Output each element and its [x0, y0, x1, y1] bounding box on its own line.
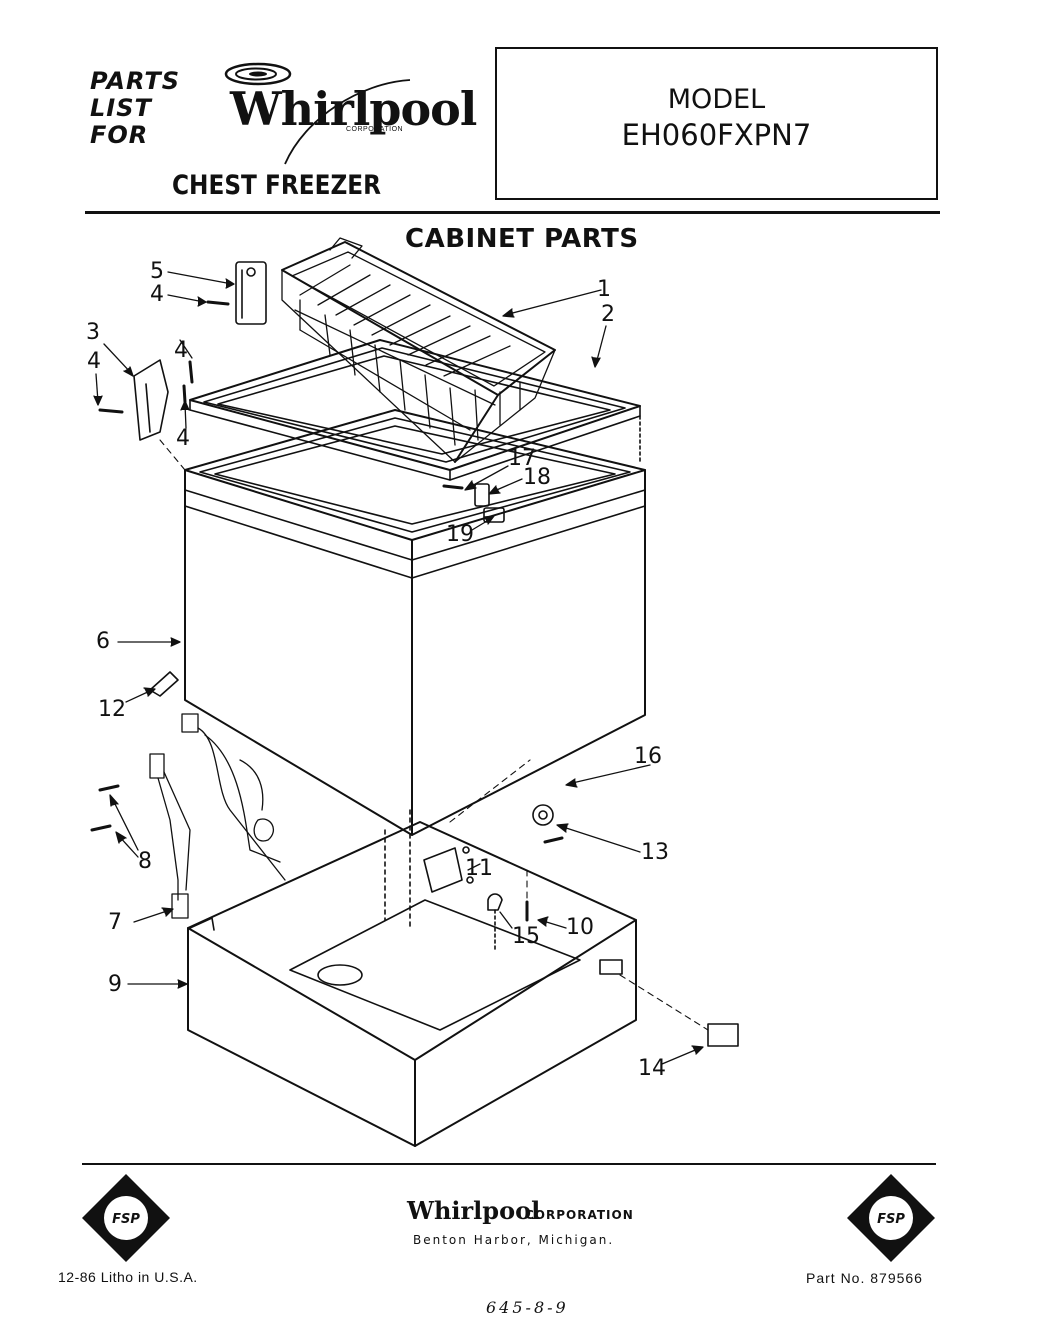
cabinet-body — [184, 409, 646, 836]
parts-list-for-heading: PARTS LIST FOR — [90, 68, 210, 149]
whirlpool-logo-text: Whirlpool — [230, 82, 477, 136]
mount-parts — [384, 804, 739, 1047]
callout-19: 19 — [446, 522, 474, 547]
callout-leaders — [93, 271, 704, 1065]
model-label: MODEL — [667, 84, 766, 115]
callout-5: 5 — [150, 259, 164, 284]
callout-8: 8 — [138, 849, 152, 874]
fsp-badge-right-icon: FSP — [847, 1174, 935, 1262]
parts-list-line: LIST — [90, 94, 152, 122]
callout-14: 14 — [638, 1056, 666, 1081]
callout-13: 13 — [641, 840, 669, 865]
hinge-upper — [206, 261, 267, 325]
header-divider — [85, 211, 940, 214]
callout-4: 4 — [87, 349, 101, 374]
hinge-lower — [98, 359, 194, 441]
parts-list-line: PARTS — [90, 67, 181, 95]
logo-corporation-text: CORPORATION — [346, 126, 404, 133]
footer-corporation: CORPORATION — [525, 1208, 634, 1222]
footer-location: Benton Harbor, Michigan. — [413, 1233, 615, 1247]
callout-1: 1 — [597, 277, 611, 302]
strap-bracket — [149, 671, 179, 697]
litho-note: 12-86 Litho in U.S.A. — [58, 1269, 198, 1285]
callout-4: 4 — [176, 426, 190, 451]
callout-18: 18 — [523, 465, 551, 490]
product-title: CHEST FREEZER — [172, 170, 382, 201]
model-box — [495, 47, 938, 200]
fsp-badge-left-icon: FSP — [82, 1174, 170, 1262]
callout-4: 4 — [150, 282, 164, 307]
logo-wordmark: Whirlpool — [230, 82, 477, 136]
fsp-badge-right-text: FSP — [877, 1212, 905, 1227]
callout-3: 3 — [86, 320, 100, 345]
callout-2: 2 — [601, 302, 615, 327]
fsp-badge-left-text: FSP — [112, 1212, 140, 1227]
callout-7: 7 — [108, 910, 122, 935]
callout-4: 4 — [174, 338, 188, 363]
base-frame — [187, 821, 637, 1147]
wiring-harness — [90, 713, 286, 919]
callout-9: 9 — [108, 972, 122, 997]
whirlpool-swirl-logo-icon — [224, 62, 411, 165]
wire-basket — [281, 237, 556, 463]
callout-17: 17 — [508, 446, 536, 471]
part-number: Part No. 879566 — [806, 1270, 923, 1286]
drain-parts — [442, 483, 505, 523]
footer-divider — [82, 1163, 936, 1165]
callout-11: 11 — [465, 856, 493, 881]
callout-12: 12 — [98, 697, 126, 722]
callout-15: 15 — [512, 924, 540, 949]
footer-brand: Whirlpool — [407, 1196, 541, 1225]
parts-list-line: FOR — [90, 121, 149, 149]
callout-16: 16 — [634, 744, 662, 769]
callout-6: 6 — [96, 629, 110, 654]
section-title: CABINET PARTS — [405, 224, 639, 254]
model-number: EH060FXPN7 — [621, 118, 812, 152]
callout-10: 10 — [566, 915, 594, 940]
handwritten-note: 645-8-9 — [486, 1298, 569, 1317]
lid-frame — [189, 339, 641, 481]
